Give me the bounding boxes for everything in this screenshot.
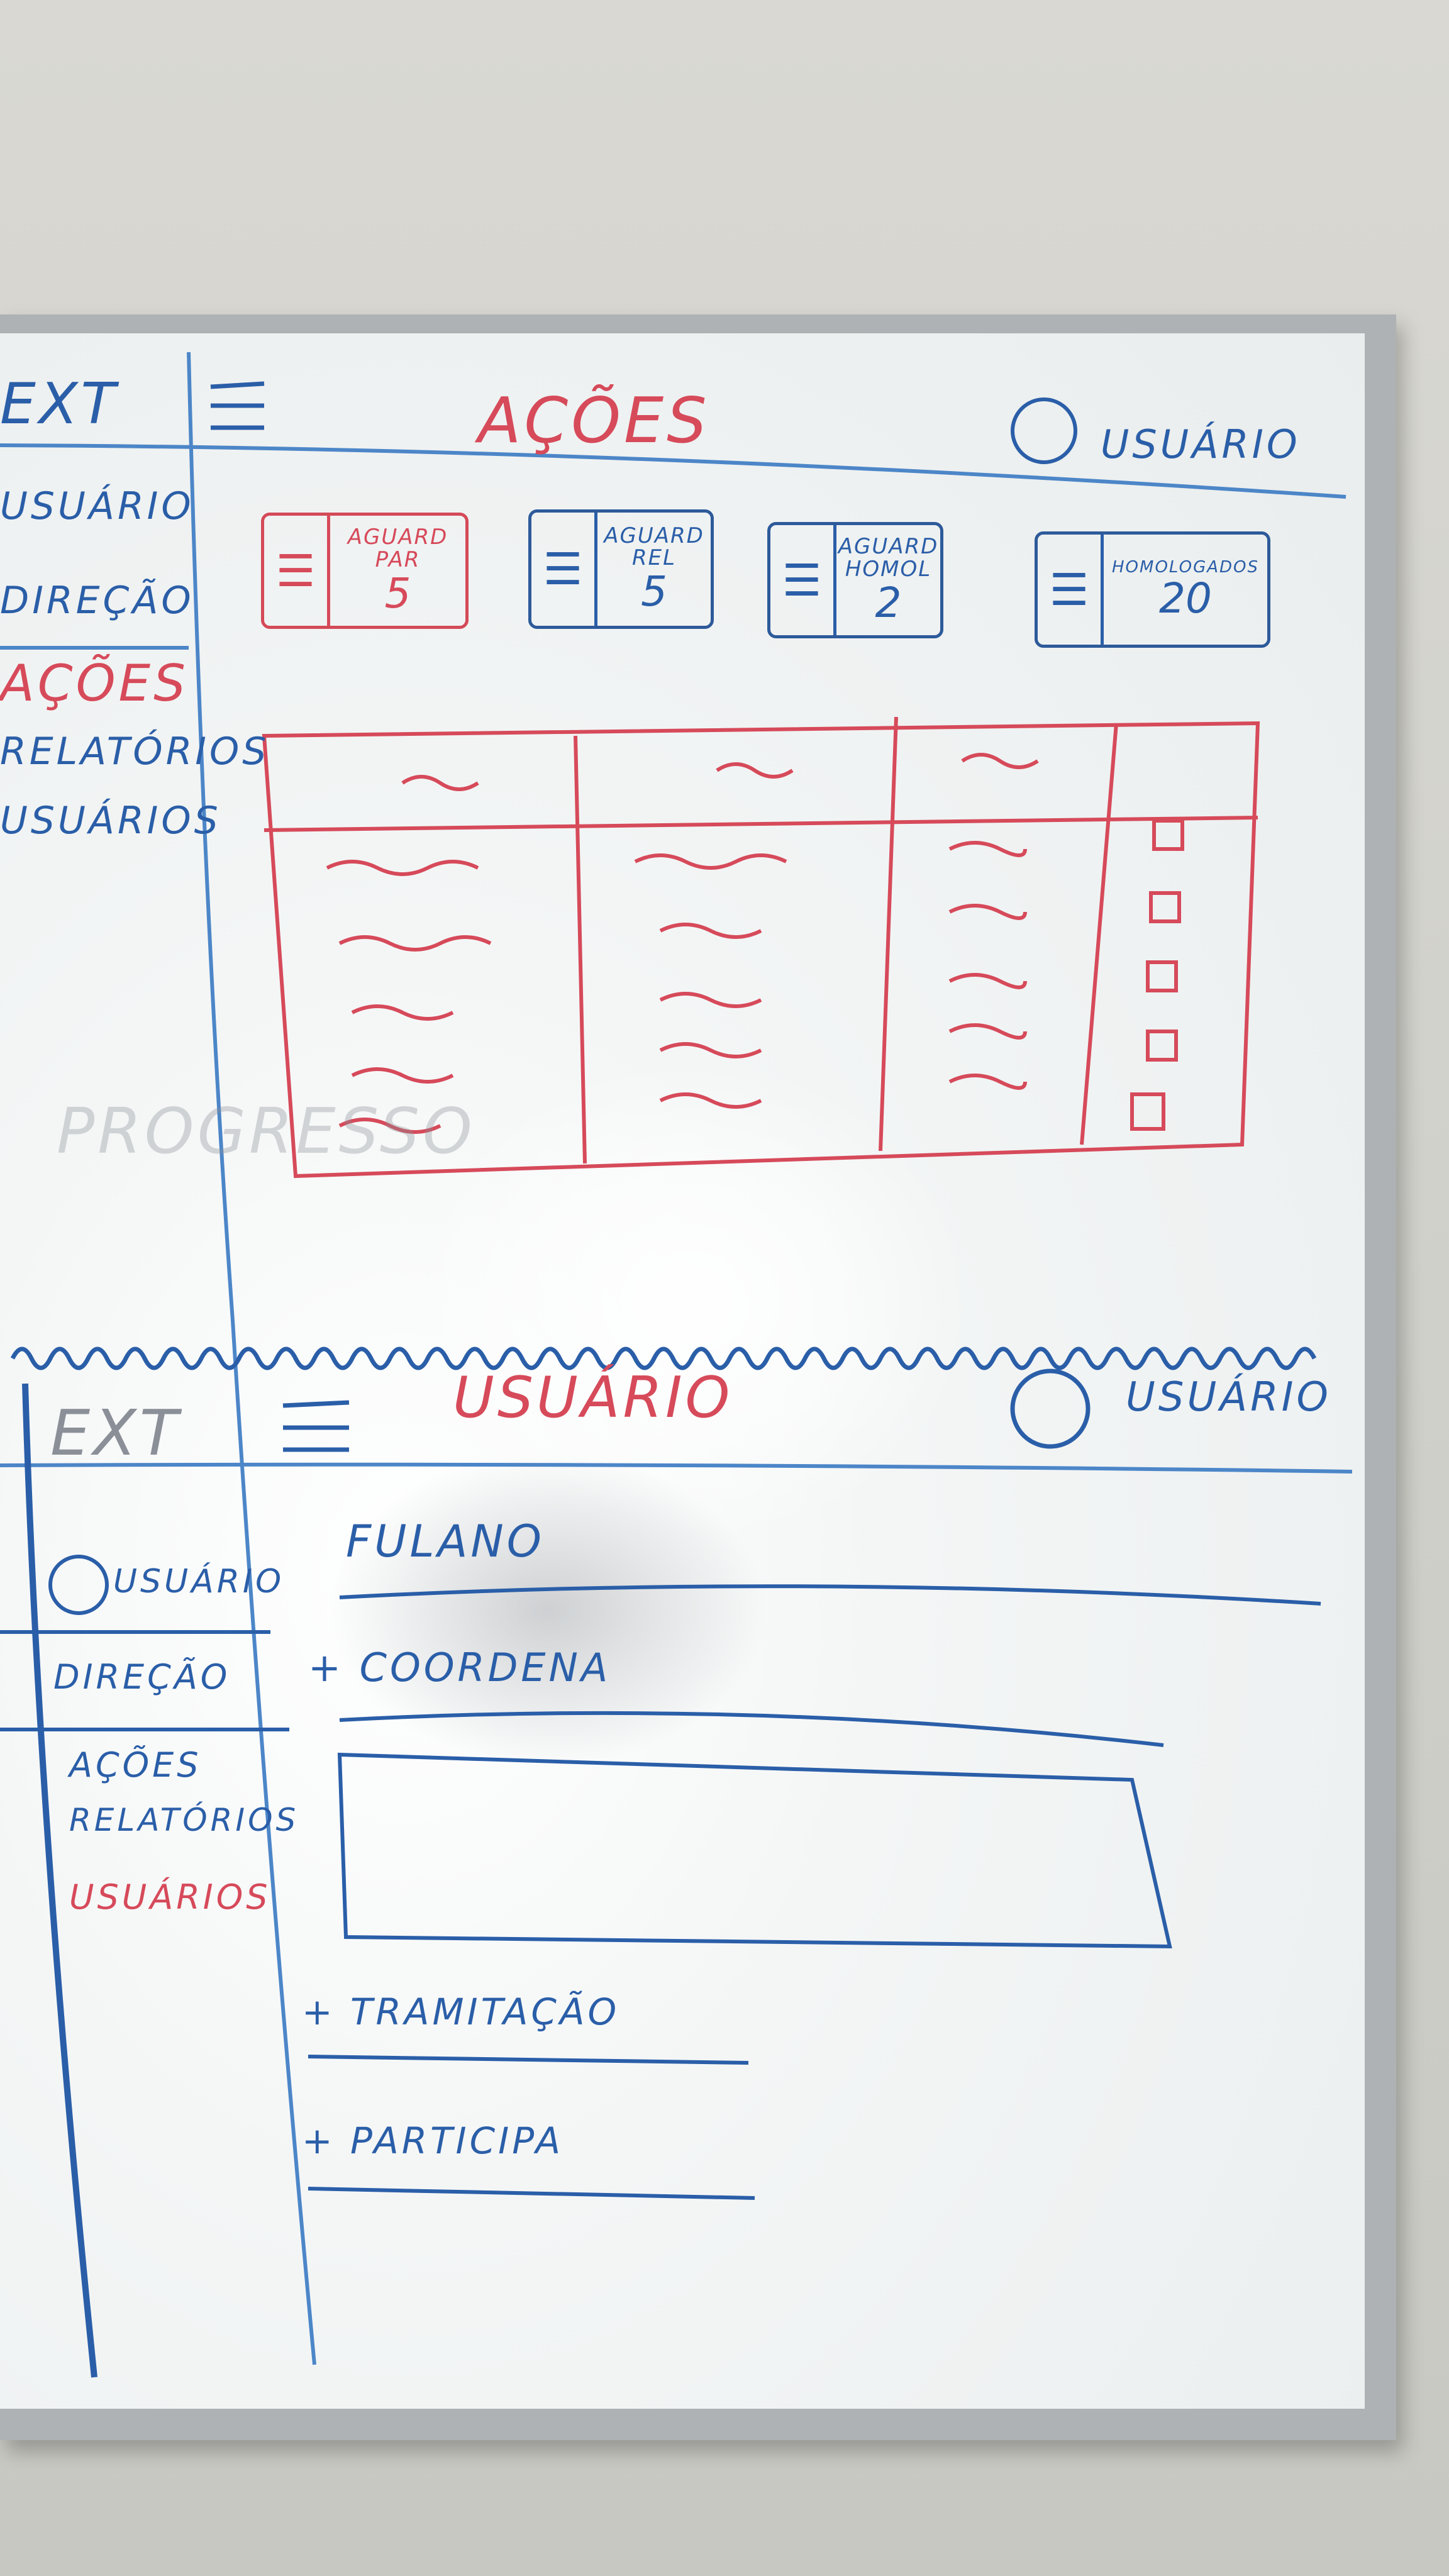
card-label: AGUARD [604, 523, 704, 548]
card-label-2: PAR [375, 547, 421, 572]
stat-card-aguard-par[interactable]: ☰ AGUARD PAR 5 [261, 513, 469, 629]
card-value: 5 [384, 569, 411, 618]
textarea-box [337, 1752, 1172, 1949]
avatar-icon-top [1011, 397, 1077, 464]
ghost-text: PROGRESSO [57, 1094, 475, 1168]
user-label-top: USUÁRIO [1101, 421, 1301, 467]
list-icon: ☰ [770, 525, 836, 635]
sidebar-item-relatorios-bottom: RELATÓRIOS [69, 1802, 299, 1838]
name-underline [339, 1584, 1321, 1606]
card-label: AGUARD [838, 534, 939, 560]
tramitacao-underline [308, 2055, 749, 2065]
stat-card-aguard-homol[interactable]: ☰ AGUARD HOMOL 2 [767, 522, 943, 638]
sidebar-item-direcao-bottom: DIREÇÃO [53, 1657, 231, 1697]
whiteboard-surface [0, 333, 1365, 2409]
top-header-divider [0, 443, 1346, 499]
brand-text-bottom: EXT [50, 1396, 181, 1470]
top-sidebar-divider [187, 352, 316, 2365]
sidebar-item-acoes-bottom: AÇÕES [69, 1745, 202, 1785]
hamburger-icon-top [210, 381, 265, 430]
sidebar-item-relatorios-top: RELATÓRIOS [0, 730, 270, 774]
sidebar-item-acoes-top: AÇÕES [0, 654, 189, 713]
page-title-top: AÇÕES [478, 384, 710, 457]
card-label-2: REL [631, 545, 677, 571]
avatar-icon-sidebar [48, 1555, 109, 1615]
user-label-bottom: USUÁRIO [1126, 1374, 1331, 1421]
section-participa[interactable]: + PARTICIPA [302, 2119, 564, 2162]
brand-text-top: EXT [0, 371, 119, 437]
card-value: 20 [1159, 574, 1212, 623]
section-coordena[interactable]: + COORDENA [308, 1645, 611, 1690]
card-value: 5 [641, 567, 667, 616]
scribble-line [22, 1383, 97, 2378]
list-icon: ☰ [531, 513, 597, 626]
card-label-2: HOMOL [845, 556, 932, 582]
sidebar-item-usuario-top: USUÁRIO [0, 484, 194, 528]
table-sketch [262, 716, 1260, 1179]
coordena-underline [339, 1711, 1164, 1747]
card-label: HOMOLOGADOS [1112, 558, 1259, 577]
sidebar-item-usuarios-bottom: USUÁRIOS [69, 1877, 271, 1917]
stat-card-aguard-rel[interactable]: ☰ AGUARD REL 5 [528, 509, 714, 629]
section-tramitacao[interactable]: + TRAMITAÇÃO [302, 1990, 620, 2033]
page-title-bottom: USUÁRIO [453, 1365, 733, 1431]
card-value: 2 [875, 578, 902, 627]
list-icon: ☰ [264, 516, 330, 626]
sidebar-item-usuario-bottom: USUÁRIO [113, 1563, 285, 1601]
participa-underline [308, 2187, 755, 2200]
sidebar-item-direcao-top: DIREÇÃO [0, 579, 194, 623]
sidebar-item-usuarios-top: USUÁRIOS [0, 799, 221, 843]
wavy-separator [10, 1346, 1317, 1370]
hamburger-icon-bottom [282, 1400, 350, 1452]
bottom-header-divider [0, 1462, 1353, 1474]
list-icon: ☰ [1038, 535, 1104, 645]
name-field-value[interactable]: FULANO [346, 1516, 545, 1567]
card-label: AGUARD [347, 525, 448, 550]
avatar-icon-bottom [1010, 1368, 1091, 1449]
stat-card-homologados[interactable]: ☰ HOMOLOGADOS 20 [1035, 531, 1270, 648]
